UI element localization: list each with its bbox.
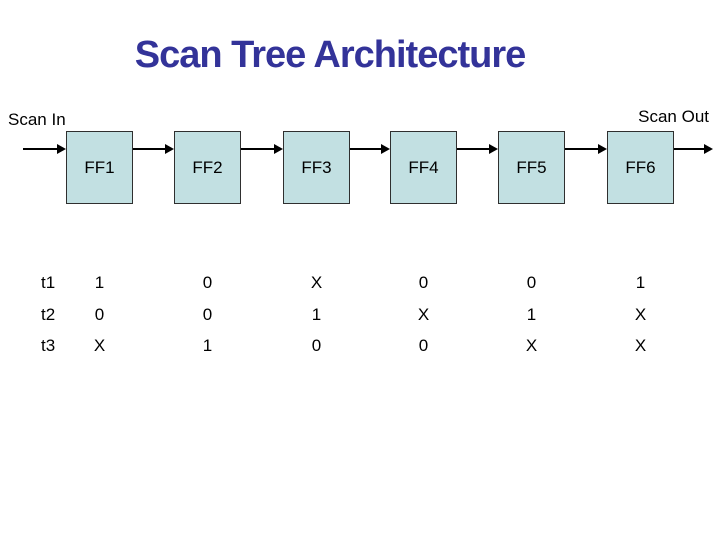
table-cell: 0: [418, 336, 429, 355]
table-cell: 0: [202, 273, 213, 292]
ff-box-4: FF4: [390, 131, 457, 204]
row-header: t2: [41, 305, 56, 324]
ff-box-label: FF1: [84, 157, 115, 177]
ff-box-6: FF6: [607, 131, 674, 204]
scan-out-arrow: [674, 144, 713, 154]
arrow-ff1-ff2: [133, 144, 174, 154]
table-cell: 1: [635, 273, 646, 292]
scan-out-label: Scan Out: [638, 107, 709, 126]
table-cell: 1: [311, 305, 322, 324]
table-cell: 0: [526, 273, 537, 292]
table-cell: X: [310, 273, 323, 292]
ff-box-2: FF2: [174, 131, 241, 204]
row-header: t3: [41, 336, 56, 355]
table-cell: 0: [202, 305, 213, 324]
table-cell: 0: [311, 336, 322, 355]
ff-box-label: FF5: [516, 157, 547, 177]
table-cell: X: [525, 336, 538, 355]
table-row: t2 0 0 1 X 1 X: [0, 303, 720, 327]
table-cell: 1: [526, 305, 537, 324]
row-header: t1: [41, 273, 56, 292]
table-cell: X: [93, 336, 106, 355]
arrow-ff2-ff3: [241, 144, 283, 154]
table-cell: 0: [94, 305, 105, 324]
arrow-ff4-ff5: [457, 144, 498, 154]
table-cell: X: [634, 336, 647, 355]
ff-box-label: FF3: [301, 157, 332, 177]
table-row: t3 X 1 0 0 X X: [0, 334, 720, 358]
ff-box-3: FF3: [283, 131, 350, 204]
ff-box-label: FF6: [625, 157, 656, 177]
arrow-ff3-ff4: [350, 144, 390, 154]
table-row: t1 1 0 X 0 0 1: [0, 271, 720, 295]
ff-box-1: FF1: [66, 131, 133, 204]
arrow-ff5-ff6: [565, 144, 607, 154]
ff-box-label: FF2: [192, 157, 223, 177]
slide-title: Scan Tree Architecture: [134, 34, 527, 76]
table-cell: 1: [94, 273, 105, 292]
table-cell: X: [417, 305, 430, 324]
scan-in-arrow: [23, 144, 66, 154]
table-cell: 0: [418, 273, 429, 292]
scan-in-label: Scan In: [8, 110, 66, 129]
ff-box-label: FF4: [408, 157, 439, 177]
table-cell: X: [634, 305, 647, 324]
table-cell: 1: [202, 336, 213, 355]
ff-box-5: FF5: [498, 131, 565, 204]
